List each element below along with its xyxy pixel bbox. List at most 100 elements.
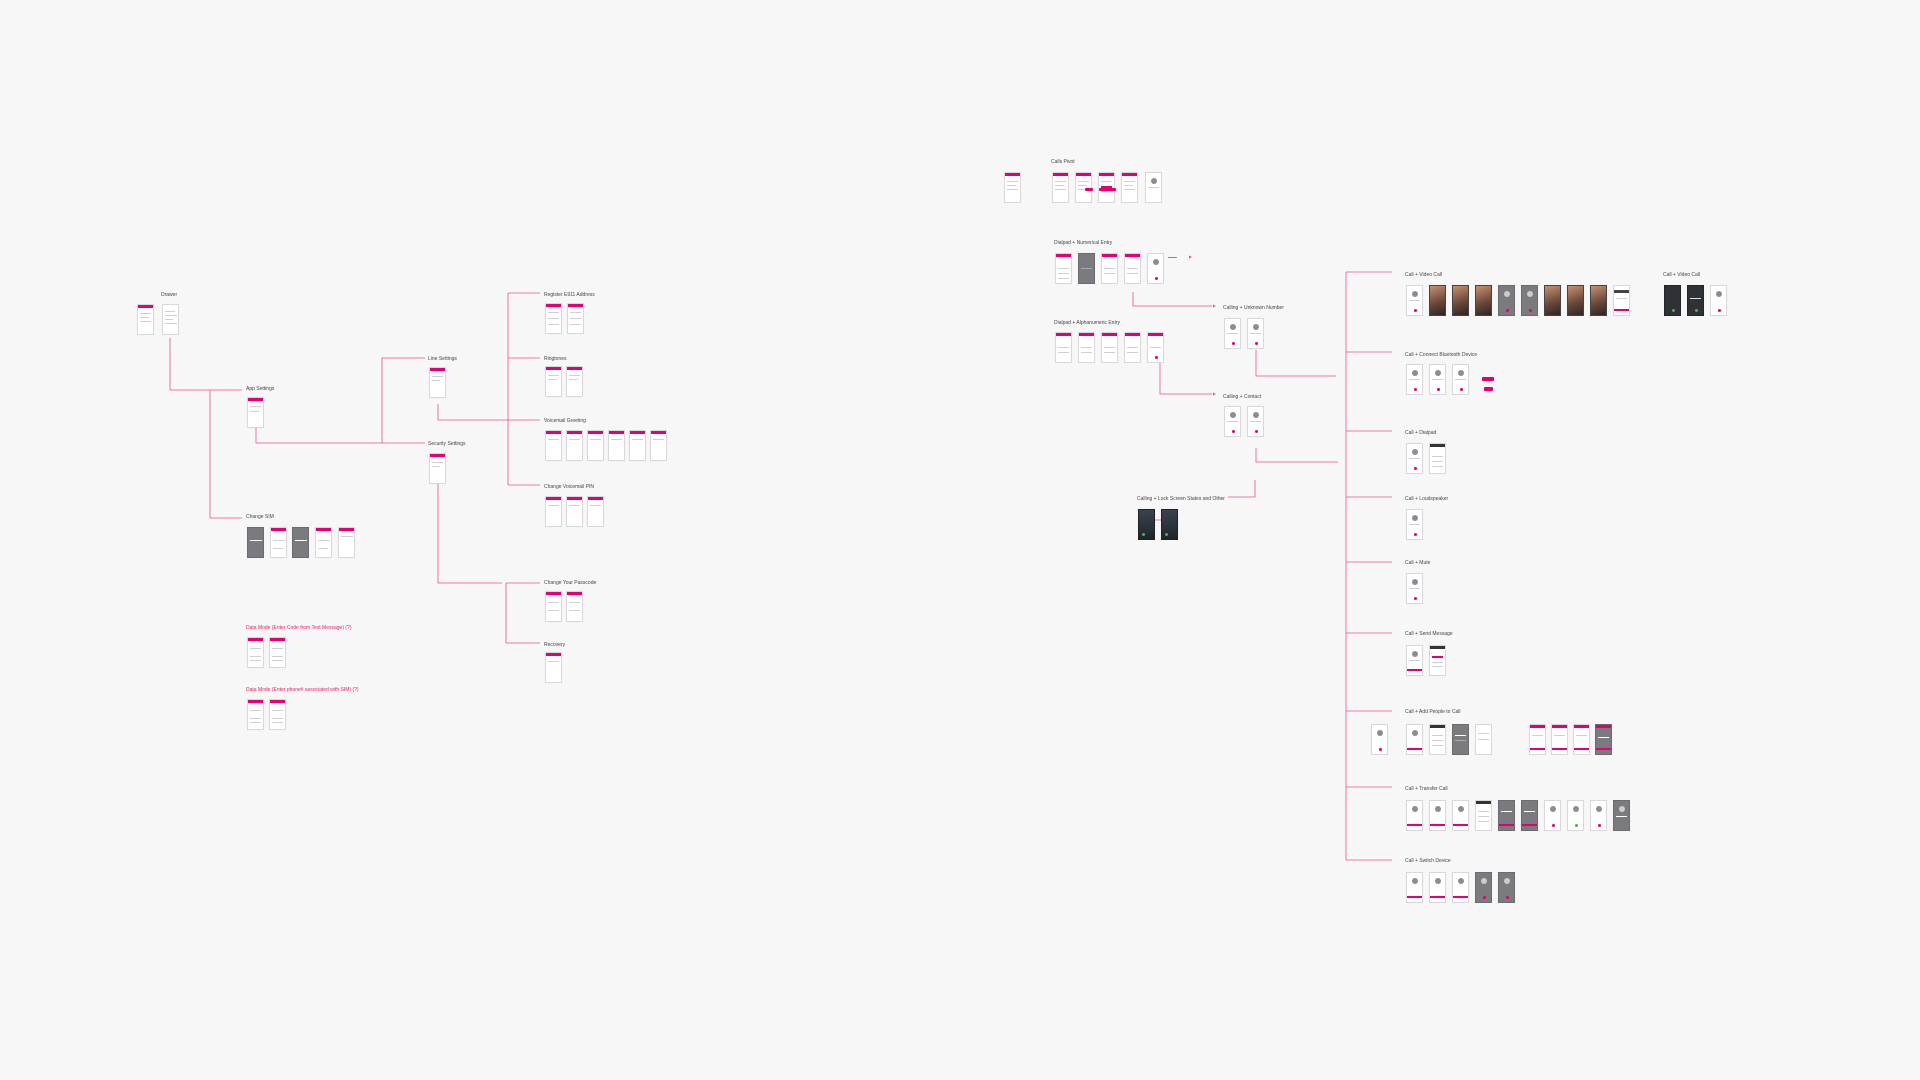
- screen-transfer-3[interactable]: [1452, 800, 1469, 831]
- screen-bluetooth-3[interactable]: [1452, 364, 1469, 395]
- screen-add-people-5[interactable]: [1529, 724, 1546, 755]
- screen-dialpad-alpha-5[interactable]: [1147, 332, 1164, 363]
- screen-dialpad-alpha-3[interactable]: [1101, 332, 1118, 363]
- screen-bluetooth-2[interactable]: [1429, 364, 1446, 395]
- screen-transfer-6[interactable]: [1521, 800, 1538, 831]
- screen-dialpad-alpha-4[interactable]: [1124, 332, 1141, 363]
- screen-change-sim-1[interactable]: [247, 527, 264, 558]
- screen-switch-1[interactable]: [1406, 872, 1423, 903]
- screen-security-settings[interactable]: [429, 453, 446, 484]
- screen-e911-2[interactable]: [567, 303, 584, 334]
- screen-calling-contact-1[interactable]: [1224, 406, 1241, 437]
- screen-video-2[interactable]: [1429, 285, 1446, 316]
- screen-add-people-4[interactable]: [1475, 724, 1492, 755]
- screen-passcode-2[interactable]: [566, 591, 583, 622]
- screen-video2-3[interactable]: [1710, 285, 1727, 316]
- screen-video-8[interactable]: [1567, 285, 1584, 316]
- screen-calls-pivot-1[interactable]: [1052, 172, 1069, 203]
- screen-calling-contact-2[interactable]: [1247, 406, 1264, 437]
- screen-vm-greeting-5[interactable]: [629, 430, 646, 461]
- screen-transfer-5[interactable]: [1498, 800, 1515, 831]
- screen-vm-pin-1[interactable]: [545, 496, 562, 527]
- screen-video-1[interactable]: [1406, 285, 1423, 316]
- screen-transfer-9[interactable]: [1590, 800, 1607, 831]
- screen-calls-pivot-5[interactable]: [1145, 172, 1162, 203]
- screen-dialpad-num-3[interactable]: [1101, 253, 1118, 284]
- screen-calling-lock-2[interactable]: [1161, 509, 1178, 540]
- screen-ringtones-1[interactable]: [545, 366, 562, 397]
- screen-calling-unknown-1[interactable]: [1224, 318, 1241, 349]
- screen-call-dialpad-2[interactable]: [1429, 443, 1446, 474]
- screen-transfer-4[interactable]: [1475, 800, 1492, 831]
- screen-vm-greeting-6[interactable]: [650, 430, 667, 461]
- screen-add-people-3[interactable]: [1452, 724, 1469, 755]
- screen-dialpad-num-4[interactable]: [1124, 253, 1141, 284]
- screen-add-people-6[interactable]: [1551, 724, 1568, 755]
- screen-calls-pivot-2[interactable]: [1075, 172, 1092, 203]
- screen-data-mode-phone-2[interactable]: [269, 699, 286, 730]
- screen-e911-1[interactable]: [545, 303, 562, 334]
- screen-video-6[interactable]: [1521, 285, 1538, 316]
- screen-call-dialpad-1[interactable]: [1406, 443, 1423, 474]
- screen-dialpad-num-5[interactable]: [1147, 253, 1164, 284]
- screen-dialpad-alpha-1[interactable]: [1055, 332, 1072, 363]
- screen-calls-pivot-4[interactable]: [1121, 172, 1138, 203]
- screen-vm-greeting-4[interactable]: [608, 430, 625, 461]
- screen-video-5[interactable]: [1498, 285, 1515, 316]
- screen-transfer-8[interactable]: [1567, 800, 1584, 831]
- screen-transfer-10[interactable]: [1613, 800, 1630, 831]
- screen-transfer-7[interactable]: [1544, 800, 1561, 831]
- screen-video-3[interactable]: [1452, 285, 1469, 316]
- screen-mute[interactable]: [1406, 573, 1423, 604]
- screen-bluetooth-1[interactable]: [1406, 364, 1423, 395]
- screen-calling-lock-1[interactable]: [1138, 509, 1155, 540]
- screen-ringtones-2[interactable]: [566, 366, 583, 397]
- screen-calling-unknown-2[interactable]: [1247, 318, 1264, 349]
- screen-video-10[interactable]: [1613, 285, 1630, 316]
- screen-add-people-2[interactable]: [1429, 724, 1446, 755]
- screen-calls-pivot-3[interactable]: [1098, 172, 1115, 203]
- screen-dialpad-num-2[interactable]: [1078, 253, 1095, 284]
- screen-vm-pin-2[interactable]: [566, 496, 583, 527]
- screen-video-4[interactable]: [1475, 285, 1492, 316]
- screen-recovery[interactable]: [545, 652, 562, 683]
- screen-switch-3[interactable]: [1452, 872, 1469, 903]
- screen-vm-greeting-3[interactable]: [587, 430, 604, 461]
- screen-change-sim-4[interactable]: [315, 527, 332, 558]
- screen-dialpad-alpha-2[interactable]: [1078, 332, 1095, 363]
- screen-video-7[interactable]: [1544, 285, 1561, 316]
- screen-transfer-2[interactable]: [1429, 800, 1446, 831]
- screen-switch-2[interactable]: [1429, 872, 1446, 903]
- screen-video2-2[interactable]: [1687, 285, 1704, 316]
- screen-add-people-0[interactable]: [1371, 724, 1388, 755]
- screen-calls-pivot-start[interactable]: [1004, 172, 1021, 203]
- screen-passcode-1[interactable]: [545, 591, 562, 622]
- screen-drawer-1[interactable]: [137, 304, 154, 335]
- screen-send-message-1[interactable]: [1406, 645, 1423, 676]
- screen-switch-4[interactable]: [1475, 872, 1492, 903]
- screen-send-message-2[interactable]: [1429, 645, 1446, 676]
- screen-line-settings[interactable]: [429, 367, 446, 398]
- label-register-e911: Register E911 Address: [544, 292, 595, 298]
- screen-loudspeaker[interactable]: [1406, 509, 1423, 540]
- label-voicemail-greeting: Voicemail Greeting: [544, 418, 586, 424]
- screen-switch-5[interactable]: [1498, 872, 1515, 903]
- screen-add-people-8[interactable]: [1595, 724, 1612, 755]
- screen-data-mode-code-1[interactable]: [247, 637, 264, 668]
- screen-dialpad-num-1[interactable]: [1055, 253, 1072, 284]
- screen-drawer-2[interactable]: [162, 304, 179, 335]
- screen-add-people-7[interactable]: [1573, 724, 1590, 755]
- screen-vm-greeting-1[interactable]: [545, 430, 562, 461]
- screen-video-9[interactable]: [1590, 285, 1607, 316]
- screen-add-people-1[interactable]: [1406, 724, 1423, 755]
- screen-data-mode-code-2[interactable]: [269, 637, 286, 668]
- screen-data-mode-phone-1[interactable]: [247, 699, 264, 730]
- screen-app-settings[interactable]: [247, 397, 264, 428]
- screen-vm-pin-3[interactable]: [587, 496, 604, 527]
- screen-vm-greeting-2[interactable]: [566, 430, 583, 461]
- screen-change-sim-3[interactable]: [292, 527, 309, 558]
- screen-change-sim-5[interactable]: [338, 527, 355, 558]
- screen-video2-1[interactable]: [1664, 285, 1681, 316]
- screen-change-sim-2[interactable]: [270, 527, 287, 558]
- screen-transfer-1[interactable]: [1406, 800, 1423, 831]
